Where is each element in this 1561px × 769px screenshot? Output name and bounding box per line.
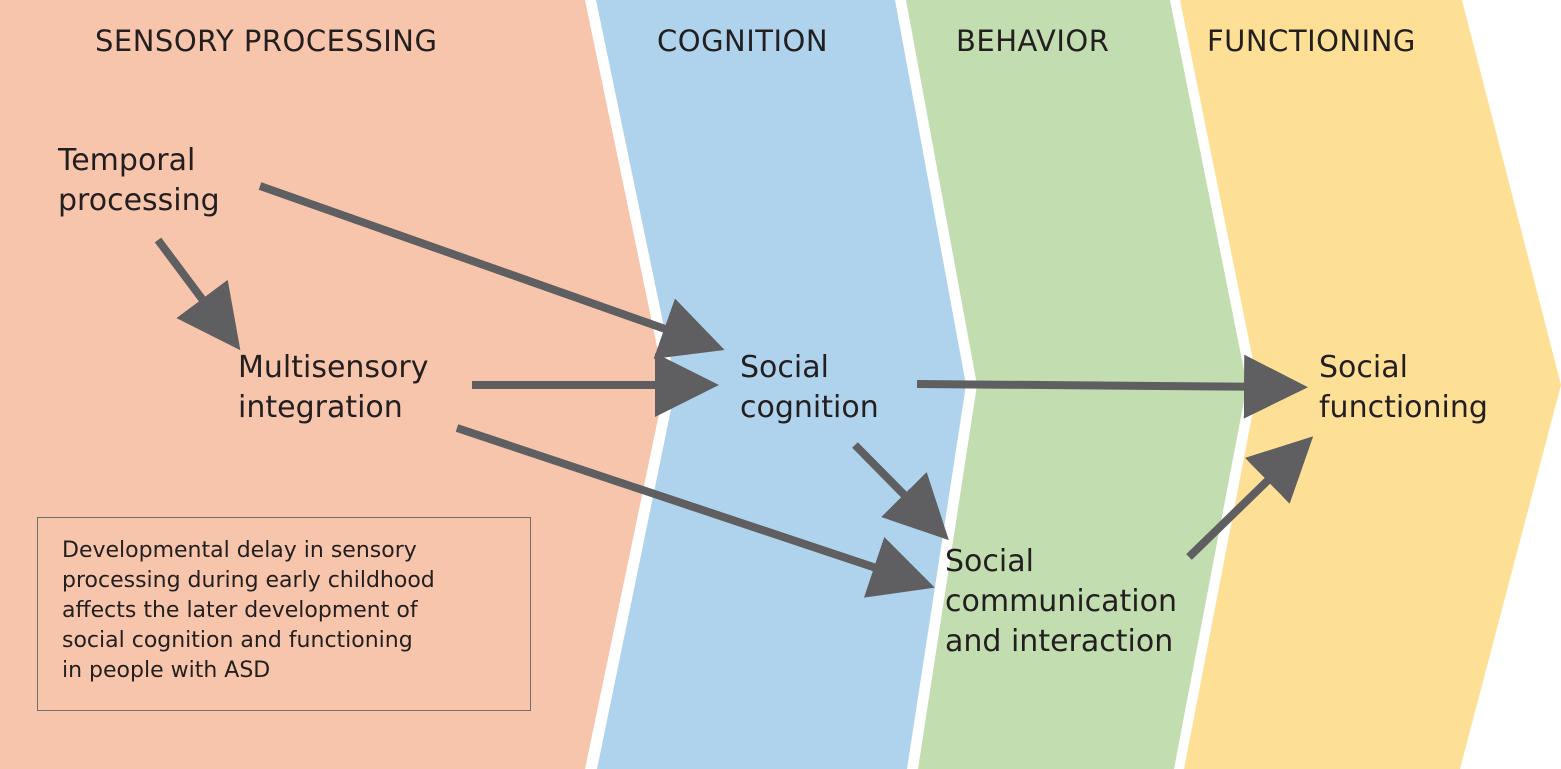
node-line: Social (1319, 350, 1408, 385)
node-line: Social (945, 544, 1034, 579)
node-line: functioning (1319, 390, 1488, 425)
note-line: in people with ASD (62, 658, 271, 683)
node-multisensory-integration: Multisensory integration (238, 348, 429, 428)
node-line: processing (58, 183, 220, 218)
node-social-functioning: Social functioning (1319, 348, 1488, 428)
stage-title-cognition: COGNITION (657, 24, 829, 58)
node-temporal-processing: Temporal processing (58, 141, 220, 221)
node-line: cognition (740, 390, 879, 425)
node-line: integration (238, 390, 403, 425)
node-line: and interaction (945, 624, 1174, 659)
arrow-social-cognition-to-social-communication (852, 442, 949, 541)
stage-title-behavior: BEHAVIOR (956, 24, 1110, 58)
node-line: Social (740, 350, 829, 385)
sensory-processing-band (0, 0, 665, 769)
arrow-social-cognition-to-social-functioning (916, 354, 1308, 419)
node-social-communication: Social communication and interaction (945, 542, 1177, 662)
summary-note-box: Developmental delay in sensory processin… (37, 517, 531, 711)
arrow-temporal-to-social-cognition (258, 182, 725, 359)
functioning-band (1180, 0, 1561, 769)
node-line: Multisensory (238, 350, 429, 385)
node-social-cognition: Social cognition (740, 348, 879, 428)
stage-title-functioning: FUNCTIONING (1207, 24, 1416, 58)
stage-title-sensory-processing: SENSORY PROCESSING (95, 24, 438, 58)
node-line: communication (945, 584, 1178, 619)
note-line: affects the later development of (62, 598, 418, 623)
note-line: social cognition and functioning (62, 628, 413, 653)
arrow-temporal-to-multisensory (154, 237, 241, 351)
arrow-multisensory-to-social-communication (455, 424, 935, 598)
arrow-social-communication-to-social-functioning (1186, 436, 1314, 560)
note-line: Developmental delay in sensory (62, 538, 417, 563)
note-line: processing during early childhood (62, 568, 435, 593)
node-line: Temporal (58, 143, 196, 178)
